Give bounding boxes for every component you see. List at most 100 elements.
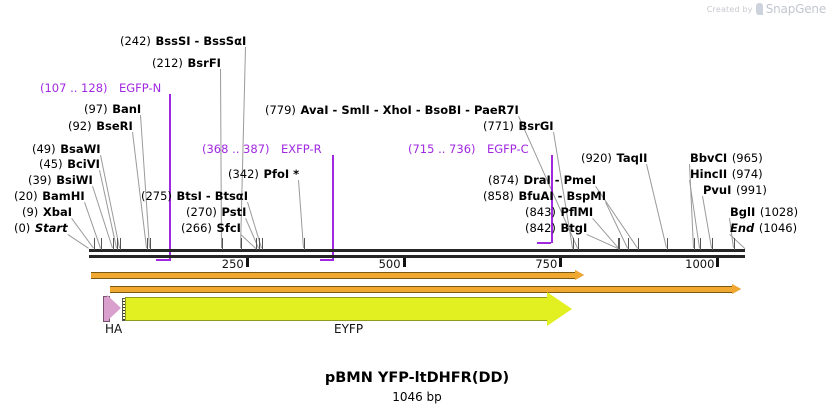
enzyme-label-btsi[interactable]: (275) BtsI - BtsαI [141, 190, 248, 202]
enzyme-position: (9) [22, 205, 39, 219]
enzyme-label-bani[interactable]: (97) BanI [84, 103, 141, 115]
enzyme-label-bbvci[interactable]: BbvCI (965) [690, 152, 763, 164]
cut-site-tick-pfoi [304, 238, 305, 250]
ruler-tick-500 [402, 258, 406, 267]
enzyme-position: (39) [28, 173, 52, 187]
enzyme-name: BsrFI [187, 56, 221, 70]
feature-eyfp-body[interactable] [124, 297, 550, 321]
ruler-label-750: 750 [535, 257, 558, 271]
primer-stem-egfp-c [550, 155, 553, 243]
primer-upper-head [575, 270, 585, 280]
enzyme-label-bgli[interactable]: BglI (1028) [730, 206, 798, 218]
primer-label-egfp-n[interactable]: (107 .. 128) EGFP-N [40, 82, 161, 94]
ruler-label-1000: 1000 [685, 257, 715, 271]
enzyme-label-pflmi[interactable]: (843) PflMI [525, 206, 593, 218]
enzyme-label-bfuai[interactable]: (858) BfuAI - BspMI [483, 190, 606, 202]
ruler-label-500: 500 [378, 257, 401, 271]
cut-site-tick-bamhi [101, 238, 102, 250]
enzyme-position: (874) [488, 173, 519, 187]
cut-site-tick-bsrfi [222, 238, 223, 250]
leader-line-bfuai [605, 202, 628, 249]
enzyme-label-drai[interactable]: (874) DraI - PmeI [488, 174, 596, 186]
enzyme-label-bseri[interactable]: (92) BseRI [68, 120, 133, 132]
primer-lower[interactable] [109, 286, 734, 293]
ruler-tick-1000 [716, 258, 720, 267]
enzyme-name: BsiWI [56, 173, 93, 187]
enzyme-label-bsiwi[interactable]: (39) BsiWI [28, 174, 93, 186]
enzyme-label-pfoi[interactable]: (342) PfoI * [228, 168, 299, 180]
primer-stem-exfp-r [331, 155, 334, 261]
enzyme-position: (212) [152, 56, 183, 70]
enzyme-name: HincII [690, 167, 728, 181]
enzyme-label-bsssi[interactable]: (242) BssSI - BssSαI [120, 35, 246, 47]
enzyme-position: (991) [735, 183, 767, 197]
primer-lower-head [732, 284, 742, 294]
leader-line-pvui [702, 196, 712, 249]
primer-label-egfp-c[interactable]: (715 .. 736) EGFP-C [408, 143, 529, 155]
cut-site-tick-xbai [94, 238, 95, 250]
enzyme-name: BanI [112, 102, 142, 116]
primer-bracket-egfp-n [156, 259, 170, 261]
enzyme-label-bcivi[interactable]: (45) BciVI [39, 158, 100, 170]
enzyme-position: (843) [525, 205, 556, 219]
primer-bracket-egfp-c [537, 242, 551, 244]
enzyme-label-start[interactable]: (0) Start [14, 222, 68, 234]
enzyme-position: (920) [581, 151, 612, 165]
enzyme-label-sfci[interactable]: (266) SfcI [181, 222, 241, 234]
enzyme-label-bsawi[interactable]: (49) BsaWI [32, 143, 101, 155]
feature-label-eyfp: EYFP [334, 322, 364, 336]
enzyme-position: (858) [483, 189, 514, 203]
snapgene-watermark: Created by SnapGene [707, 2, 826, 16]
primer-label-exfp-r[interactable]: (368 .. 387) EXFP-R [202, 143, 322, 155]
primer-range: (107 .. 128) [40, 81, 108, 95]
enzyme-label-avai[interactable]: (779) AvaI - SmlI - XhoI - BsoBI - PaeR7… [265, 104, 519, 116]
enzyme-name: BciVI [67, 157, 100, 171]
enzyme-label-pvui[interactable]: PvuI (991) [703, 184, 767, 196]
cut-site-tick-bseri [147, 238, 148, 250]
enzyme-name: End [730, 221, 755, 235]
cut-site-tick-bcivi [117, 238, 118, 250]
feature-label-ha: HA [105, 322, 123, 336]
cut-site-tick-bsawi [120, 238, 121, 250]
cut-site-tick-bani [150, 238, 151, 250]
dna-strand-top [89, 249, 745, 252]
page-title: pBMN YFP-ltDHFR(DD) [324, 370, 510, 386]
enzyme-position: (49) [32, 142, 56, 156]
enzyme-position: (266) [181, 221, 212, 235]
enzyme-position: (270) [186, 205, 217, 219]
enzyme-label-taqii[interactable]: (920) TaqII [581, 152, 647, 164]
enzyme-label-xbai[interactable]: (9) XbaI [22, 206, 72, 218]
enzyme-label-bamhi[interactable]: (20) BamHI [14, 190, 85, 202]
enzyme-label-bsrgi[interactable]: (771) BsrGI [483, 120, 554, 132]
primer-upper[interactable] [90, 272, 577, 279]
cut-site-tick-psti [259, 238, 260, 250]
cut-site-tick-bsiwi [113, 238, 114, 250]
cut-site-tick-bsssi [241, 238, 242, 250]
enzyme-label-bsrfi[interactable]: (212) BsrFI [152, 57, 221, 69]
enzyme-name: BtgI [560, 221, 588, 235]
enzyme-label-psti[interactable]: (270) PstI [186, 206, 246, 218]
enzyme-name: BsaWI [60, 142, 101, 156]
primer-range: (368 .. 387) [202, 142, 270, 156]
leader-line-bani [140, 115, 150, 249]
enzyme-name: Start [34, 221, 68, 235]
ruler-tick-250 [245, 258, 249, 267]
cut-site-tick-taqii [667, 238, 668, 250]
cut-site-tick-bbvci [694, 238, 695, 250]
cut-site-tick-avai [578, 238, 579, 250]
enzyme-name: AvaI - SmlI - XhoI - BsoBI - PaeR7I [300, 103, 519, 117]
snapgene-logo-icon [755, 3, 763, 15]
enzyme-position: (779) [265, 103, 296, 117]
enzyme-label-hincii[interactable]: HincII (974) [690, 168, 763, 180]
enzyme-label-end[interactable]: End (1046) [730, 222, 797, 234]
enzyme-label-btgi[interactable]: (842) BtgI [525, 222, 587, 234]
enzyme-position: (242) [120, 34, 151, 48]
enzyme-position: (965) [731, 151, 763, 165]
enzyme-name: PvuI [703, 183, 732, 197]
cut-site-tick-hincii [700, 238, 701, 250]
enzyme-name: BglI [730, 205, 756, 219]
enzyme-name: BbvCI [690, 151, 728, 165]
enzyme-name: BssSI - BssSαI [155, 34, 247, 48]
primer-bracket-exfp-r [319, 259, 332, 261]
